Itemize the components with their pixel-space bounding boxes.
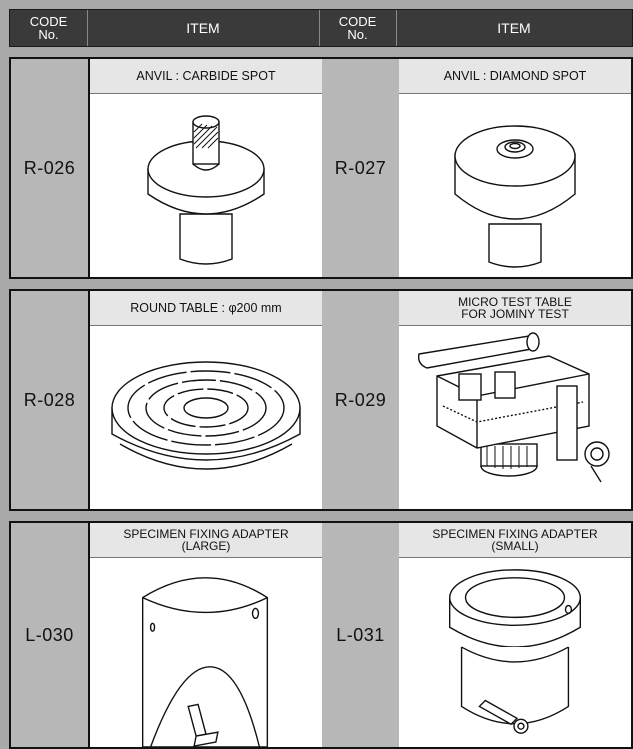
code-cell: R-029 xyxy=(322,291,399,509)
product-row: L-030 SPECIMEN FIXING ADAPTER(LARGE) L-0… xyxy=(9,521,633,749)
header-code-label: CODE xyxy=(29,14,68,29)
carbide-spot-anvil-icon xyxy=(90,94,322,277)
specimen-adapter-large-icon xyxy=(90,558,322,747)
item-title: SPECIMEN FIXING ADAPTER(SMALL) xyxy=(399,523,631,558)
header-no-label: No. xyxy=(347,27,368,42)
header-item-cell: ITEM xyxy=(396,10,632,46)
code-cell: L-031 xyxy=(322,523,399,747)
code-cell: R-027 xyxy=(322,59,399,277)
header-item-cell: ITEM xyxy=(87,10,320,46)
code-cell: R-028 xyxy=(11,291,88,509)
item-title: ROUND TABLE : φ200 mm xyxy=(90,291,322,326)
item-title: ANVIL : CARBIDE SPOT xyxy=(90,59,322,94)
code-cell: R-026 xyxy=(11,59,88,277)
round-table-icon xyxy=(90,326,322,509)
item-title-line: SPECIMEN FIXING ADAPTER xyxy=(123,527,289,541)
item-cell: ANVIL : CARBIDE SPOT xyxy=(90,59,322,277)
item-title-line: SPECIMEN FIXING ADAPTER xyxy=(432,527,598,541)
product-row: R-028 ROUND TABLE : φ200 mm R-029 MICRO … xyxy=(9,289,633,511)
item-title: SPECIMEN FIXING ADAPTER(LARGE) xyxy=(90,523,322,558)
header-item-label: ITEM xyxy=(186,20,220,36)
header-no-label: No. xyxy=(38,27,59,42)
code-cell: L-030 xyxy=(11,523,88,747)
item-title-line: (LARGE) xyxy=(181,539,231,553)
item-title-line: (SMALL) xyxy=(491,539,539,553)
item-cell: SPECIMEN FIXING ADAPTER(SMALL) xyxy=(399,523,631,747)
header-item-label: ITEM xyxy=(497,20,531,36)
diamond-spot-anvil-icon xyxy=(399,94,631,277)
item-cell: ANVIL : DIAMOND SPOT xyxy=(399,59,631,277)
header-code-label: CODE xyxy=(338,14,377,29)
item-cell: SPECIMEN FIXING ADAPTER(LARGE) xyxy=(90,523,322,747)
item-cell: ROUND TABLE : φ200 mm xyxy=(90,291,322,509)
micro-test-table-icon xyxy=(399,326,631,509)
item-title: ANVIL : DIAMOND SPOT xyxy=(399,59,631,94)
product-row: R-026 ANVIL : CARBIDE SPOT R-027 ANVIL :… xyxy=(9,57,633,279)
item-title-line: MICRO TEST TABLE xyxy=(458,295,572,309)
item-title-line: FOR JOMINY TEST xyxy=(461,307,569,321)
specimen-adapter-small-icon xyxy=(399,558,631,747)
